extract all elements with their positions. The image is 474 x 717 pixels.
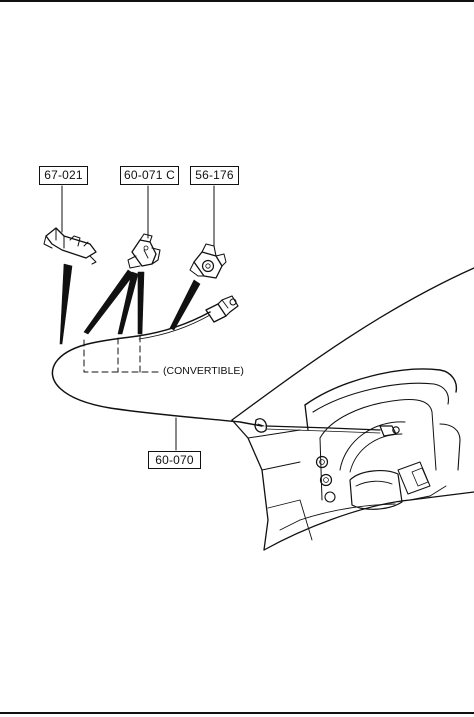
location-pointer-wedges bbox=[59, 263, 201, 345]
top-border-rule bbox=[0, 0, 474, 2]
clip-67-021-illustration bbox=[43, 227, 97, 265]
callout-leader-lines bbox=[61, 185, 215, 451]
callout-60-070[interactable]: 60-070 bbox=[148, 451, 201, 469]
callout-67-021[interactable]: 67-021 bbox=[39, 166, 88, 185]
convertible-dashed-branch bbox=[83, 335, 163, 373]
bottom-border-rule bbox=[0, 712, 474, 714]
dashboard-illustration bbox=[231, 267, 474, 551]
speedometer-cable bbox=[51, 295, 400, 437]
clip-60-071c-illustration bbox=[127, 233, 161, 269]
convertible-note: (CONVERTIBLE) bbox=[163, 365, 244, 377]
callout-60-071c[interactable]: 60-071 C bbox=[120, 166, 179, 185]
clip-56-176-illustration bbox=[189, 243, 227, 279]
callout-56-176[interactable]: 56-176 bbox=[190, 166, 239, 185]
